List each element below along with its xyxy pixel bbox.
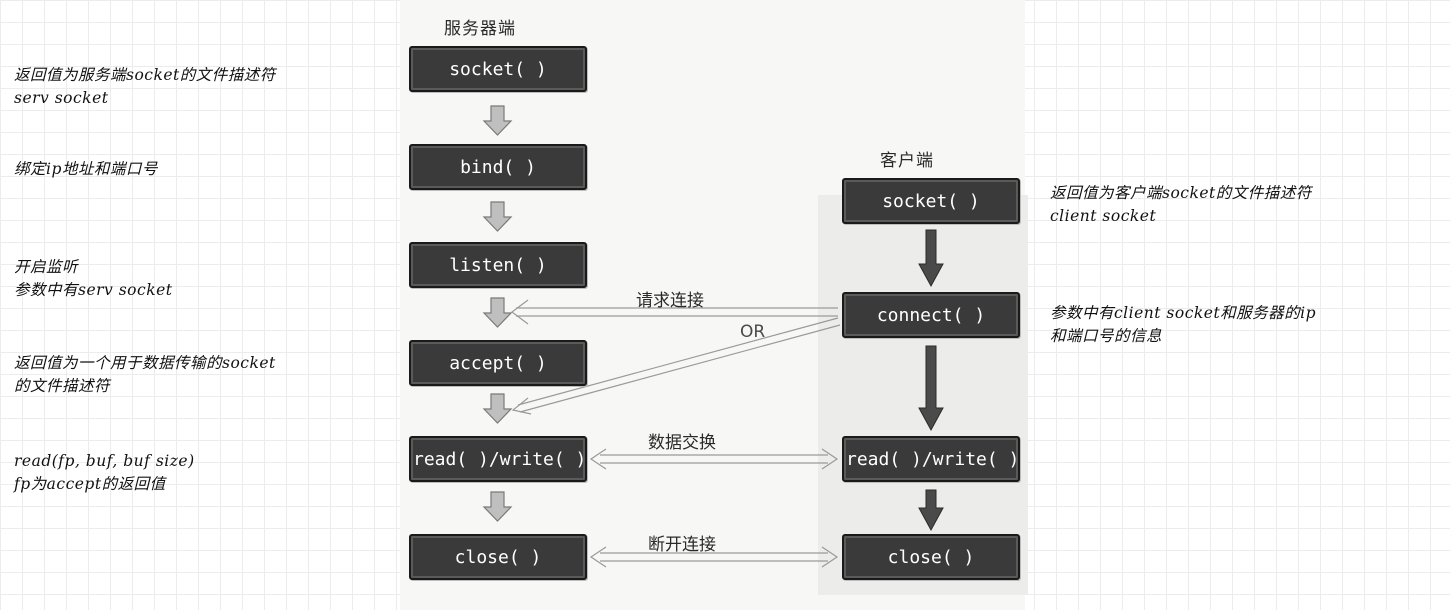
- or-label: OR: [740, 322, 766, 342]
- server-readwrite-box: read( )/write( ): [409, 436, 587, 482]
- client-connect-box: connect( ): [842, 292, 1020, 338]
- note-accept: 返回值为一个用于数据传输的socket 的文件描述符: [14, 352, 276, 398]
- note-line: 和端口号的信息: [1050, 327, 1163, 345]
- client-title: 客户端: [880, 151, 934, 171]
- request-label: 请求连接: [636, 291, 704, 311]
- note-line: read(fp, buf, buf size): [14, 452, 195, 470]
- note-listen: 开启监听 参数中有serv socket: [14, 256, 172, 302]
- note-server-socket: 返回值为服务端socket的文件描述符 serv socket: [14, 64, 276, 110]
- note-read: read(fp, buf, buf size) fp为accept的返回值: [14, 450, 195, 496]
- note-client-socket: 返回值为客户端socket的文件描述符 client socket: [1050, 182, 1312, 228]
- exchange-label: 数据交换: [648, 433, 716, 453]
- note-line: client socket: [1050, 207, 1157, 225]
- note-line: 绑定ip地址和端口号: [14, 160, 158, 178]
- note-line: 返回值为一个用于数据传输的socket: [14, 354, 276, 372]
- client-socket-box: socket( ): [842, 178, 1020, 224]
- client-close-box: close( ): [842, 534, 1020, 580]
- note-line: 开启监听: [14, 258, 79, 276]
- note-line: 参数中有serv socket: [14, 281, 173, 299]
- note-line: 返回值为客户端socket的文件描述符: [1050, 184, 1312, 202]
- server-close-box: close( ): [409, 534, 587, 580]
- note-line: 的文件描述符: [14, 377, 111, 395]
- note-bind: 绑定ip地址和端口号: [14, 158, 158, 181]
- server-socket-box: socket( ): [409, 46, 587, 92]
- note-line: 返回值为服务端socket的文件描述符: [14, 66, 276, 84]
- note-line: 参数中有client socket和服务器的ip: [1050, 304, 1317, 322]
- client-readwrite-box: read( )/write( ): [842, 436, 1020, 482]
- note-line: serv socket: [14, 89, 109, 107]
- server-bind-box: bind( ): [409, 144, 587, 190]
- server-listen-box: listen( ): [409, 242, 587, 288]
- note-line: fp为accept的返回值: [14, 475, 166, 493]
- note-connect: 参数中有client socket和服务器的ip 和端口号的信息: [1050, 302, 1316, 348]
- disconnect-label: 断开连接: [648, 535, 716, 555]
- server-title: 服务器端: [444, 19, 516, 39]
- server-accept-box: accept( ): [409, 340, 587, 386]
